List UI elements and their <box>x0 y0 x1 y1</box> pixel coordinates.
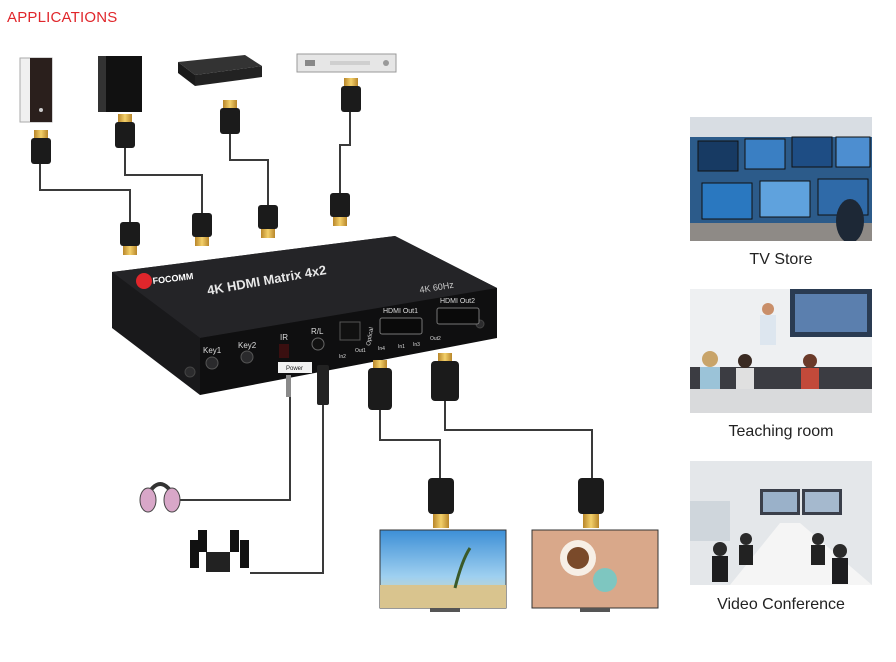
key2-label: Key2 <box>238 341 257 350</box>
power-label: Power <box>286 366 303 372</box>
brand-logo: FOCOMM <box>152 271 194 286</box>
rl-label: R/L <box>311 327 324 336</box>
optical-label: Optical <box>366 327 375 346</box>
tv-store-caption: TV Store <box>749 251 813 268</box>
dvd-player-icon <box>296 53 397 73</box>
headphones-icon <box>139 482 181 513</box>
video-conference-caption: Video Conference <box>717 596 845 613</box>
port-out1-label: Out1 <box>355 348 366 354</box>
in4-label: In4 <box>378 346 385 352</box>
key1-button[interactable] <box>205 356 219 370</box>
input-cables <box>39 108 351 222</box>
set-top-box-icon <box>178 55 262 86</box>
hdmi-out1-port <box>379 317 423 335</box>
hdmi-out2-port <box>436 307 480 325</box>
teaching-room-photo <box>690 289 872 413</box>
port-out2-label: Out2 <box>430 336 441 342</box>
hdmi-out1-label: HDMI Out1 <box>383 308 418 315</box>
power-tab <box>278 362 312 373</box>
key1-label: Key1 <box>203 346 222 355</box>
tv-coffee-icon <box>531 529 659 612</box>
speaker-system-icon <box>190 530 249 572</box>
teaching-room-caption: Teaching room <box>728 423 834 440</box>
ir-sensor <box>279 344 289 358</box>
tv-beach-icon <box>379 529 507 612</box>
hdmi-out2-label: HDMI Out2 <box>440 298 475 305</box>
pc-tower-icon <box>19 57 53 123</box>
rl-audio-port <box>311 337 325 351</box>
in3-label: In3 <box>413 342 420 348</box>
output-cables <box>178 395 593 574</box>
in2-label: In2 <box>339 354 346 360</box>
key2-button[interactable] <box>240 350 254 364</box>
game-console-icon <box>98 56 142 112</box>
ir-label: IR <box>280 333 288 342</box>
output-connectors <box>286 353 459 410</box>
video-conference-photo <box>690 461 872 585</box>
front-panel <box>205 307 480 370</box>
source-connectors <box>31 78 361 164</box>
tv-connectors <box>428 478 604 528</box>
tv-store-photo <box>690 117 872 241</box>
optical-port <box>339 321 361 341</box>
input-connectors <box>120 193 350 255</box>
hdmi-matrix-device <box>112 236 497 395</box>
in1-label: In1 <box>398 344 405 350</box>
page-title: APPLICATIONS <box>7 9 118 26</box>
